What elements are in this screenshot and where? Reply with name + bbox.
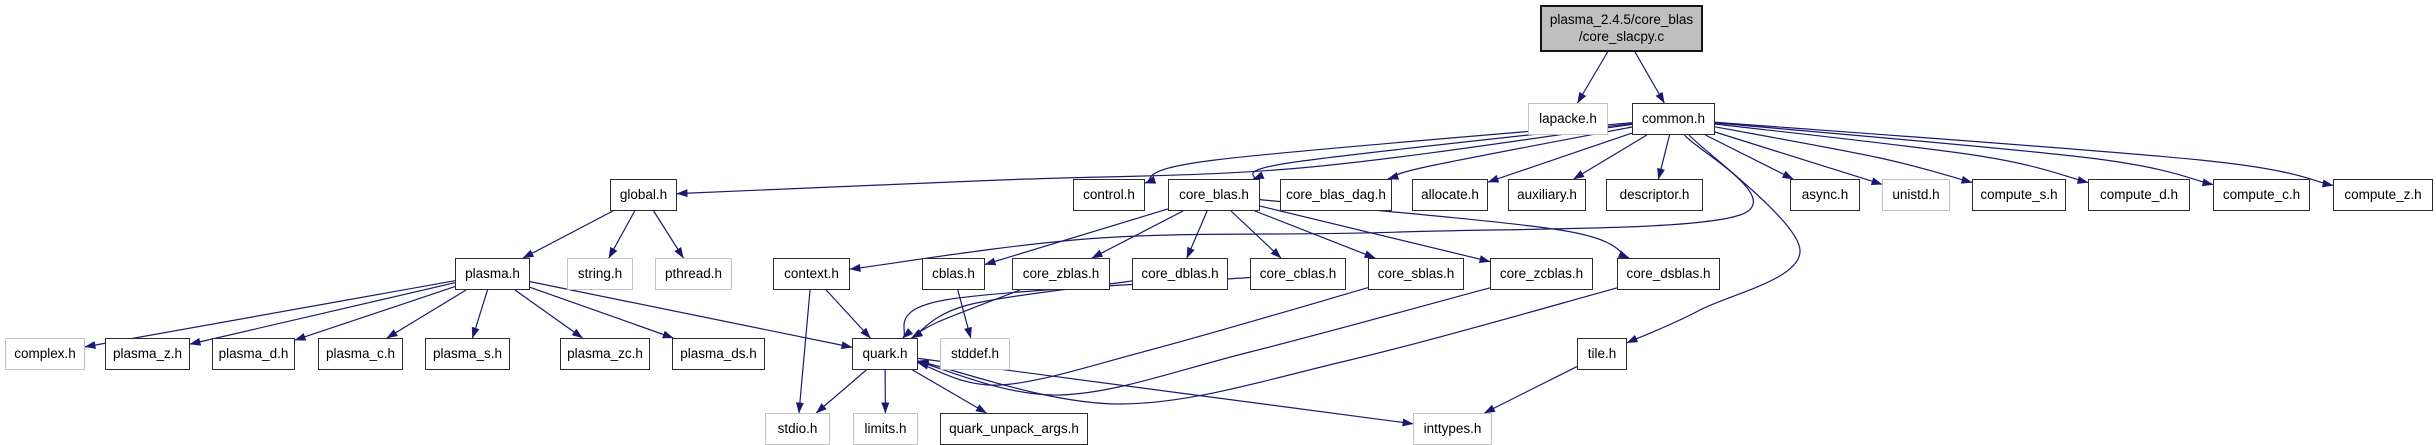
node-core-cblas-h[interactable]: core_cblas.h xyxy=(1250,258,1346,290)
edge-common-h-to-descriptor-h xyxy=(1657,134,1671,180)
node-core-dblas-h[interactable]: core_dblas.h xyxy=(1132,258,1228,290)
node-plasma-d-h[interactable]: plasma_d.h xyxy=(212,338,295,370)
edge-core-dsblas-h-to-quark-h xyxy=(917,287,1618,405)
node-lapacke-h: lapacke.h xyxy=(1528,103,1608,135)
edge-core-blas-h-to-core-cblas-h xyxy=(1230,210,1282,259)
node-plasma-z-h[interactable]: plasma_z.h xyxy=(105,338,190,370)
edge-plasma-h-to-plasma-z-h xyxy=(189,282,456,346)
edge-core-blas-h-to-core-dblas-h xyxy=(1186,210,1208,259)
edge-global-h-to-string-h xyxy=(608,210,636,259)
edge-root-to-common-h xyxy=(1634,51,1665,104)
node-stddef-h: stddef.h xyxy=(940,338,1010,370)
node-string-h: string.h xyxy=(567,258,633,290)
edge-common-h-to-auxiliary-h xyxy=(1573,134,1648,180)
edge-core-blas-h-to-cblas-h xyxy=(984,208,1169,266)
node-auxiliary-h[interactable]: auxiliary.h xyxy=(1508,179,1586,211)
node-plasma-h[interactable]: plasma.h xyxy=(455,258,530,290)
node-unistd-h: unistd.h xyxy=(1882,179,1950,211)
edge-common-h-to-compute-s-h xyxy=(1714,126,1973,184)
edge-common-h-to-unistd-h xyxy=(1714,131,1883,186)
node-core-dsblas-h[interactable]: core_dsblas.h xyxy=(1617,258,1720,290)
edge-plasma-h-to-quark-h xyxy=(529,281,853,350)
edge-core-blas-h-to-core-zblas-h xyxy=(1091,210,1184,259)
node-core-blas-h[interactable]: core_blas.h xyxy=(1168,179,1260,211)
node-descriptor-h[interactable]: descriptor.h xyxy=(1606,179,1703,211)
node-stdio-h: stdio.h xyxy=(765,413,830,445)
edge-common-h-to-async-h xyxy=(1705,134,1794,180)
node-context-h[interactable]: context.h xyxy=(773,258,850,290)
edge-tile-h-to-inttypes-h xyxy=(1483,366,1578,414)
node-compute-z-h[interactable]: compute_z.h xyxy=(2333,179,2433,211)
edge-plasma-h-to-plasma-c-h xyxy=(386,289,467,339)
edge-root-to-lapacke-h xyxy=(1576,51,1609,104)
node-control-h[interactable]: control.h xyxy=(1073,179,1145,211)
edge-global-h-to-pthread-h xyxy=(653,210,684,259)
node-common-h[interactable]: common.h xyxy=(1632,103,1715,135)
node-compute-c-h[interactable]: compute_c.h xyxy=(2213,179,2310,211)
node-cblas-h[interactable]: cblas.h xyxy=(922,258,985,290)
edge-common-h-to-context-h xyxy=(849,134,1754,272)
node-core-blas-dag-h[interactable]: core_blas_dag.h xyxy=(1280,179,1392,211)
node-quark-unpack-args-h[interactable]: quark_unpack_args.h xyxy=(940,413,1088,445)
edge-quark-h-to-quark-unpack-args-h xyxy=(912,369,987,414)
edge-plasma-h-to-plasma-zc-h xyxy=(514,289,583,339)
edge-plasma-h-to-plasma-d-h xyxy=(294,285,456,341)
node-plasma-zc-h[interactable]: plasma_zc.h xyxy=(560,338,650,370)
node-tile-h[interactable]: tile.h xyxy=(1577,338,1627,370)
edge-context-h-to-quark-h xyxy=(825,289,871,339)
edge-common-h-to-tile-h xyxy=(1626,134,1801,344)
edge-quark-h-to-stdio-h xyxy=(815,369,867,414)
node-compute-s-h[interactable]: compute_s.h xyxy=(1972,179,2066,211)
node-pthread-h: pthread.h xyxy=(655,258,732,290)
edge-core-sblas-h-to-quark-h xyxy=(917,287,1369,386)
node-compute-d-h[interactable]: compute_d.h xyxy=(2088,179,2190,211)
edge-common-h-to-allocate-h xyxy=(1487,132,1633,183)
node-quark-h[interactable]: quark.h xyxy=(852,338,918,370)
node-limits-h: limits.h xyxy=(853,413,918,445)
edge-plasma-h-to-plasma-ds-h xyxy=(529,286,674,339)
node-complex-h: complex.h xyxy=(5,338,85,370)
edge-core-blas-h-to-core-sblas-h xyxy=(1254,210,1376,259)
node-plasma-s-h[interactable]: plasma_s.h xyxy=(425,338,510,370)
node-async-h[interactable]: async.h xyxy=(1790,179,1860,211)
edge-core-blas-h-to-core-zcblas-h xyxy=(1259,205,1491,264)
edge-core-zcblas-h-to-quark-h xyxy=(917,287,1491,396)
node-root: plasma_2.4.5/core_blas /core_slacpy.c xyxy=(1540,5,1703,52)
edge-plasma-h-to-plasma-s-h xyxy=(471,289,489,339)
node-core-zcblas-h[interactable]: core_zcblas.h xyxy=(1490,258,1593,290)
edge-plasma-h-to-complex-h xyxy=(84,280,456,349)
node-core-sblas-h[interactable]: core_sblas.h xyxy=(1368,258,1464,290)
edge-common-h-to-compute-d-h xyxy=(1714,123,2089,184)
node-plasma-c-h[interactable]: plasma_c.h xyxy=(318,338,403,370)
node-inttypes-h: inttypes.h xyxy=(1413,413,1492,445)
node-global-h[interactable]: global.h xyxy=(610,179,677,211)
edge-common-h-to-global-h xyxy=(676,123,1633,198)
edge-common-h-to-compute-c-h xyxy=(1714,122,2214,187)
edge-global-h-to-plasma-h xyxy=(522,210,614,259)
edge-common-h-to-compute-z-h xyxy=(1714,121,2334,188)
node-core-zblas-h[interactable]: core_zblas.h xyxy=(1012,258,1110,290)
node-allocate-h[interactable]: allocate.h xyxy=(1412,179,1488,211)
edge-context-h-to-stdio-h xyxy=(795,289,811,414)
node-plasma-ds-h[interactable]: plasma_ds.h xyxy=(672,338,765,370)
